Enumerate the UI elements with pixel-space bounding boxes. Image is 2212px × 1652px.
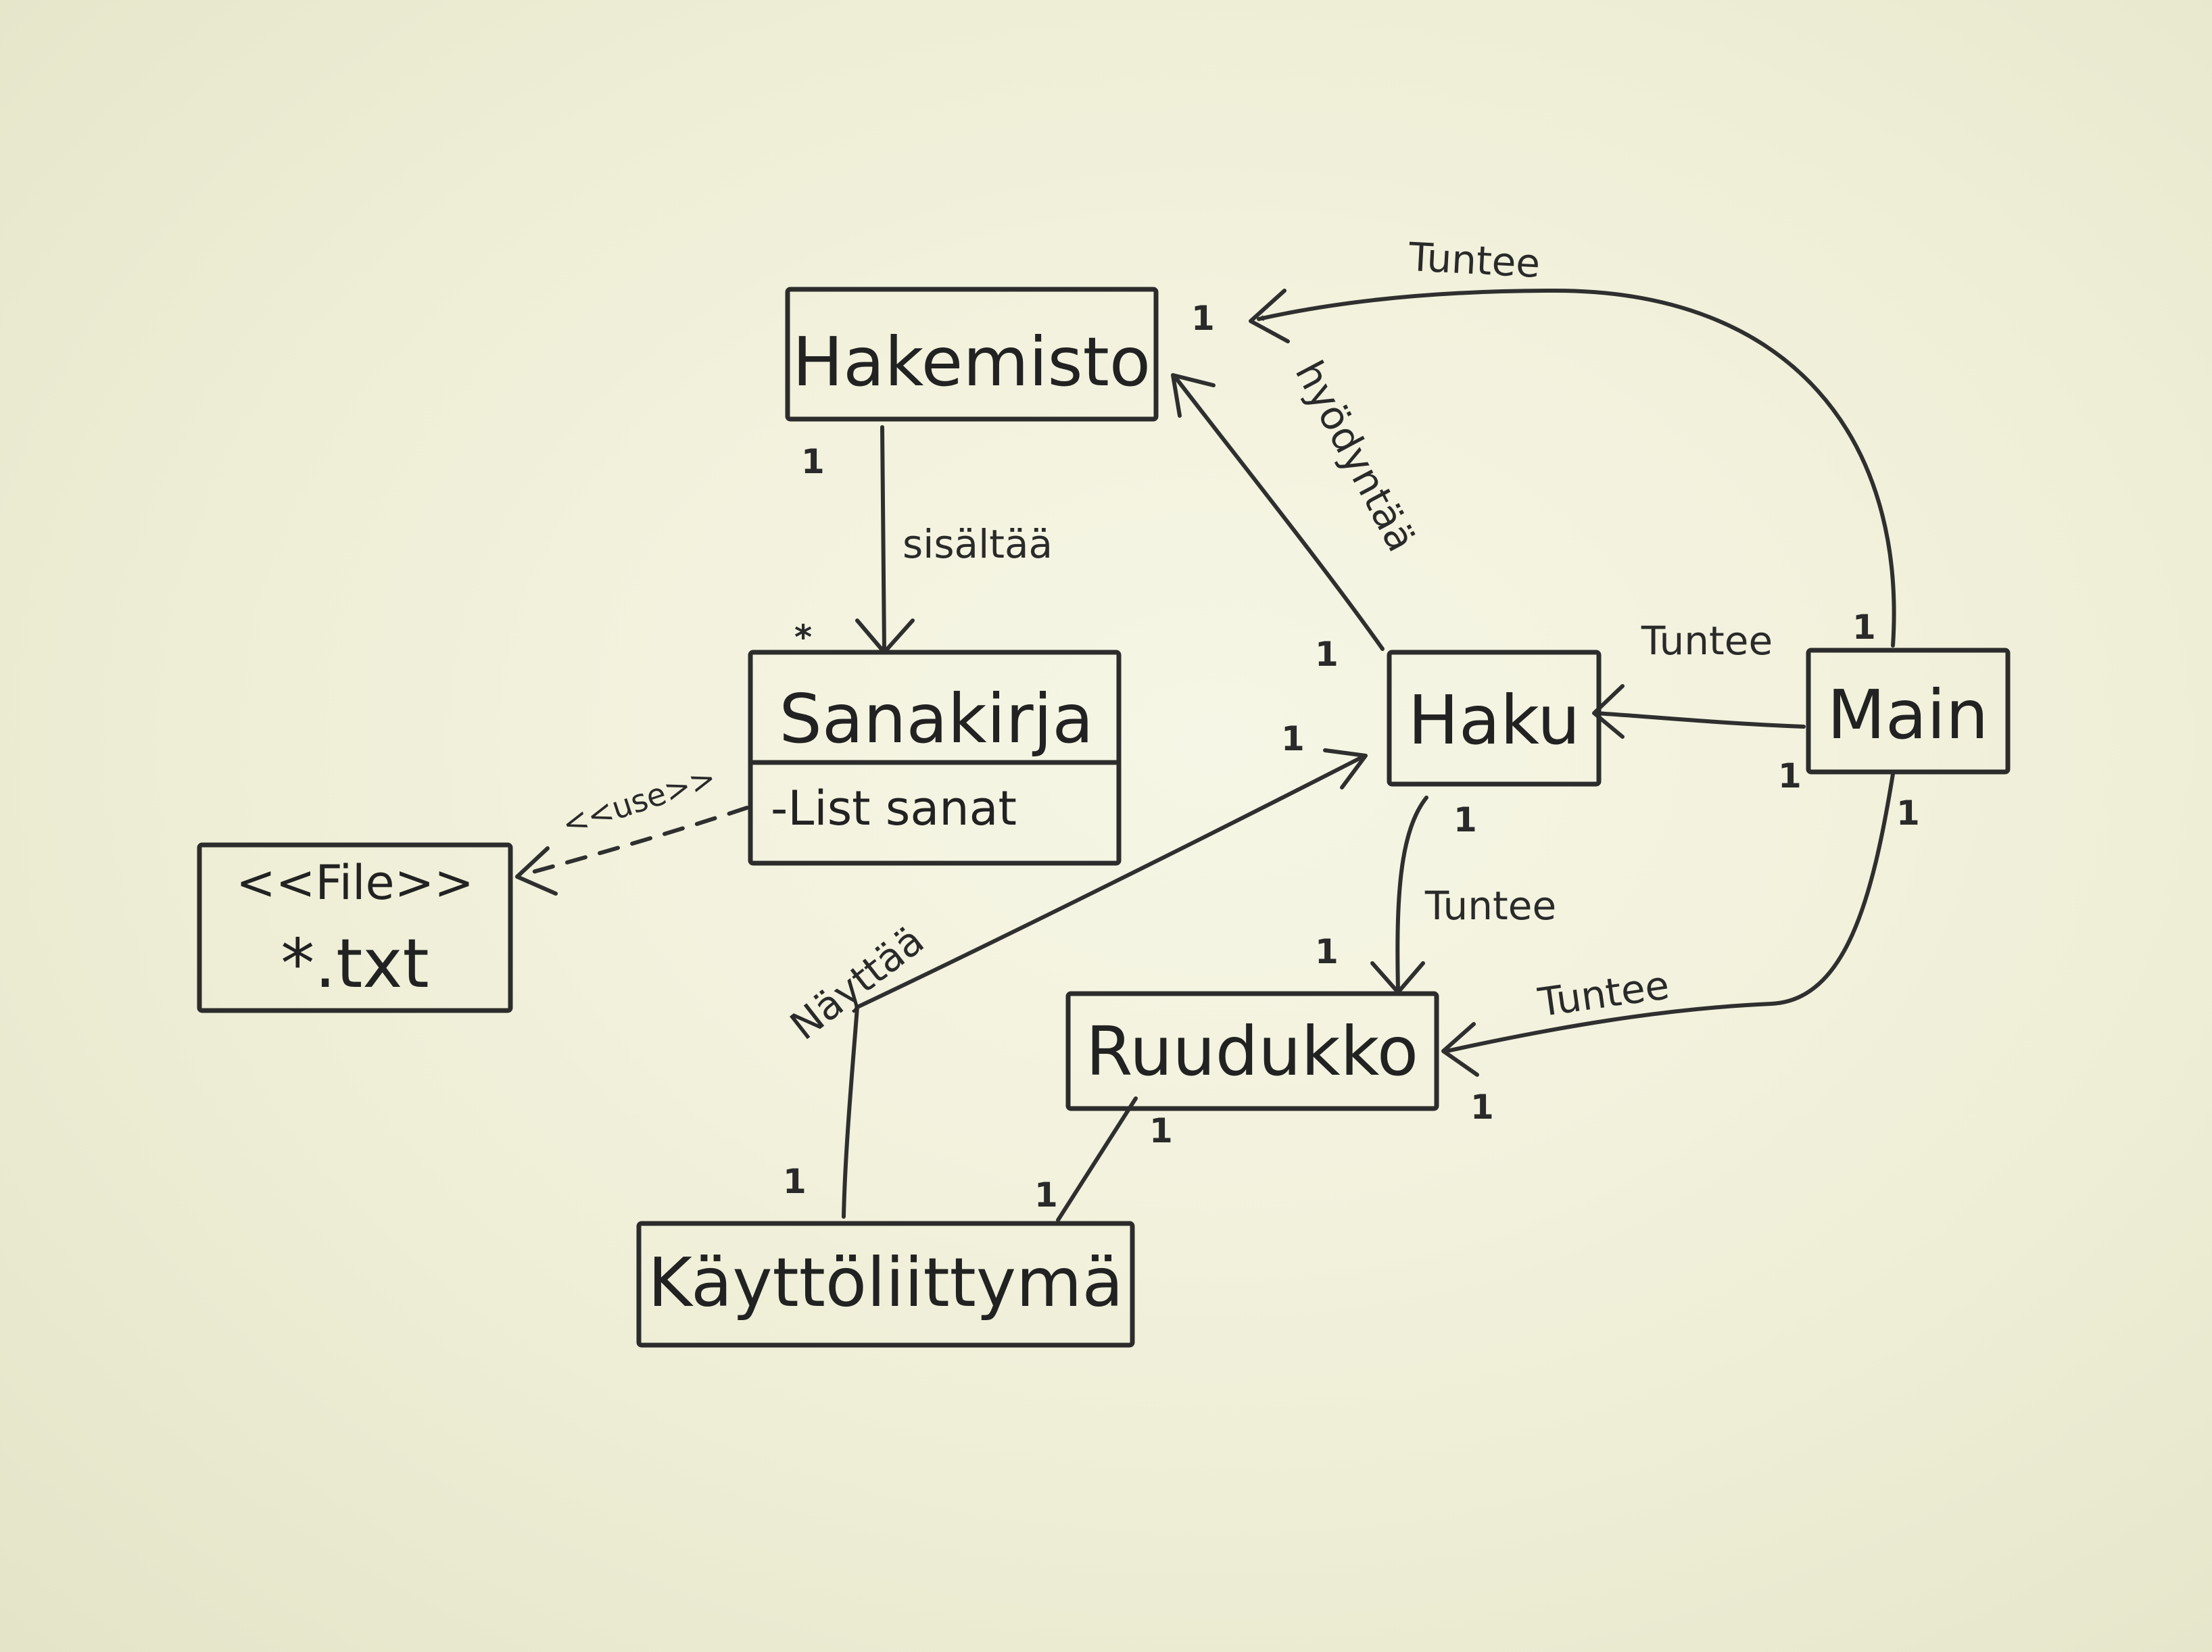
mult-main-ruudukko: 1 [1896, 794, 1920, 833]
class-main-box [1806, 648, 2011, 775]
mult-main-hakemisto: 1 [1852, 608, 1876, 647]
label-sanakirja-file: <<use>> [558, 759, 721, 843]
mult-ruudukko-main: 1 [1470, 1088, 1494, 1127]
label-main-hakemisto: Tuntee [1407, 234, 1541, 287]
class-sanakirja-box [748, 650, 1122, 866]
class-ruudukko-label: Ruudukko [1086, 1012, 1418, 1091]
class-hakemisto-label: Hakemisto [792, 322, 1151, 402]
edge-sanakirja-file [519, 806, 749, 877]
class-haku-label: Haku [1408, 681, 1581, 760]
label-haku-hakemisto: hyödyntää [1287, 354, 1425, 559]
class-haku-box [1387, 650, 1602, 787]
mult-haku-hakemisto: 1 [1315, 635, 1339, 674]
label-hakemisto-sanakirja: sisältää [903, 521, 1053, 567]
class-file-stereotype: <<File>> [236, 855, 474, 910]
arrowhead-main-ruudukko [1441, 1022, 1479, 1077]
class-ruudukko: Ruudukko [1065, 991, 1439, 1111]
arrowhead-main-haku [1592, 684, 1625, 739]
edge-haku-ruudukko [1395, 796, 1428, 992]
class-file-label: *.txt [281, 924, 429, 1003]
class-file-box [197, 842, 513, 1013]
class-sanakirja-attribute: -List sanat [771, 781, 1017, 836]
label-main-haku: Tuntee [1641, 618, 1773, 664]
class-sanakirja-label: Sanakirja [779, 679, 1093, 758]
class-kayttoliittyma-label: Käyttöliittymä [648, 1243, 1124, 1322]
edge-haku-hakemisto [1174, 376, 1385, 651]
mult-ruudukko-kayttoliittyma: 1 [1149, 1111, 1173, 1150]
class-main-label: Main [1827, 675, 1989, 754]
class-ruudukko-box [1065, 991, 1439, 1111]
class-file: <<File>> *.txt [197, 842, 513, 1013]
edge-main-ruudukko [1445, 772, 1895, 1053]
mult-ruudukko-haku: 1 [1315, 932, 1339, 971]
class-hakemisto: Hakemisto [785, 287, 1159, 422]
class-kayttoliittyma-box [636, 1221, 1135, 1348]
mult-kayttoliittyma-ruudukko: 1 [1034, 1175, 1058, 1215]
edge-main-haku [1593, 711, 1806, 729]
arrowhead-main-hakemisto [1249, 289, 1290, 343]
arrowhead-sanakirja-file [515, 846, 558, 896]
class-haku: Haku [1387, 650, 1602, 787]
edge-kayttoliittyma-ruudukko [1056, 1096, 1138, 1222]
mult-hakemisto-main: 1 [1191, 299, 1215, 338]
mult-hakemisto-sanakirja: 1 [801, 442, 825, 481]
class-sanakirja: Sanakirja -List sanat [748, 650, 1122, 866]
edge-main-hakemisto [1257, 289, 1896, 648]
label-haku-ruudukko: Tuntee [1424, 883, 1556, 929]
class-hakemisto-box [785, 287, 1159, 422]
edge-hakemisto-sanakirja [880, 425, 886, 652]
mult-main-haku: 1 [1778, 756, 1802, 796]
mult-haku-kayttoliittyma: 1 [1281, 719, 1305, 758]
class-kayttoliittyma: Käyttöliittymä [636, 1221, 1135, 1348]
arrowhead-kayttoliittyma-haku [1323, 748, 1368, 789]
mult-sanakirja-hakemisto: * [794, 618, 812, 657]
mult-haku-ruudukko: 1 [1453, 800, 1477, 840]
edge-kayttoliittyma-haku [842, 755, 1364, 1219]
arrowhead-haku-hakemisto [1171, 373, 1216, 418]
mult-kayttoliittyma-haku: 1 [783, 1162, 807, 1201]
class-main: Main [1806, 648, 2011, 775]
